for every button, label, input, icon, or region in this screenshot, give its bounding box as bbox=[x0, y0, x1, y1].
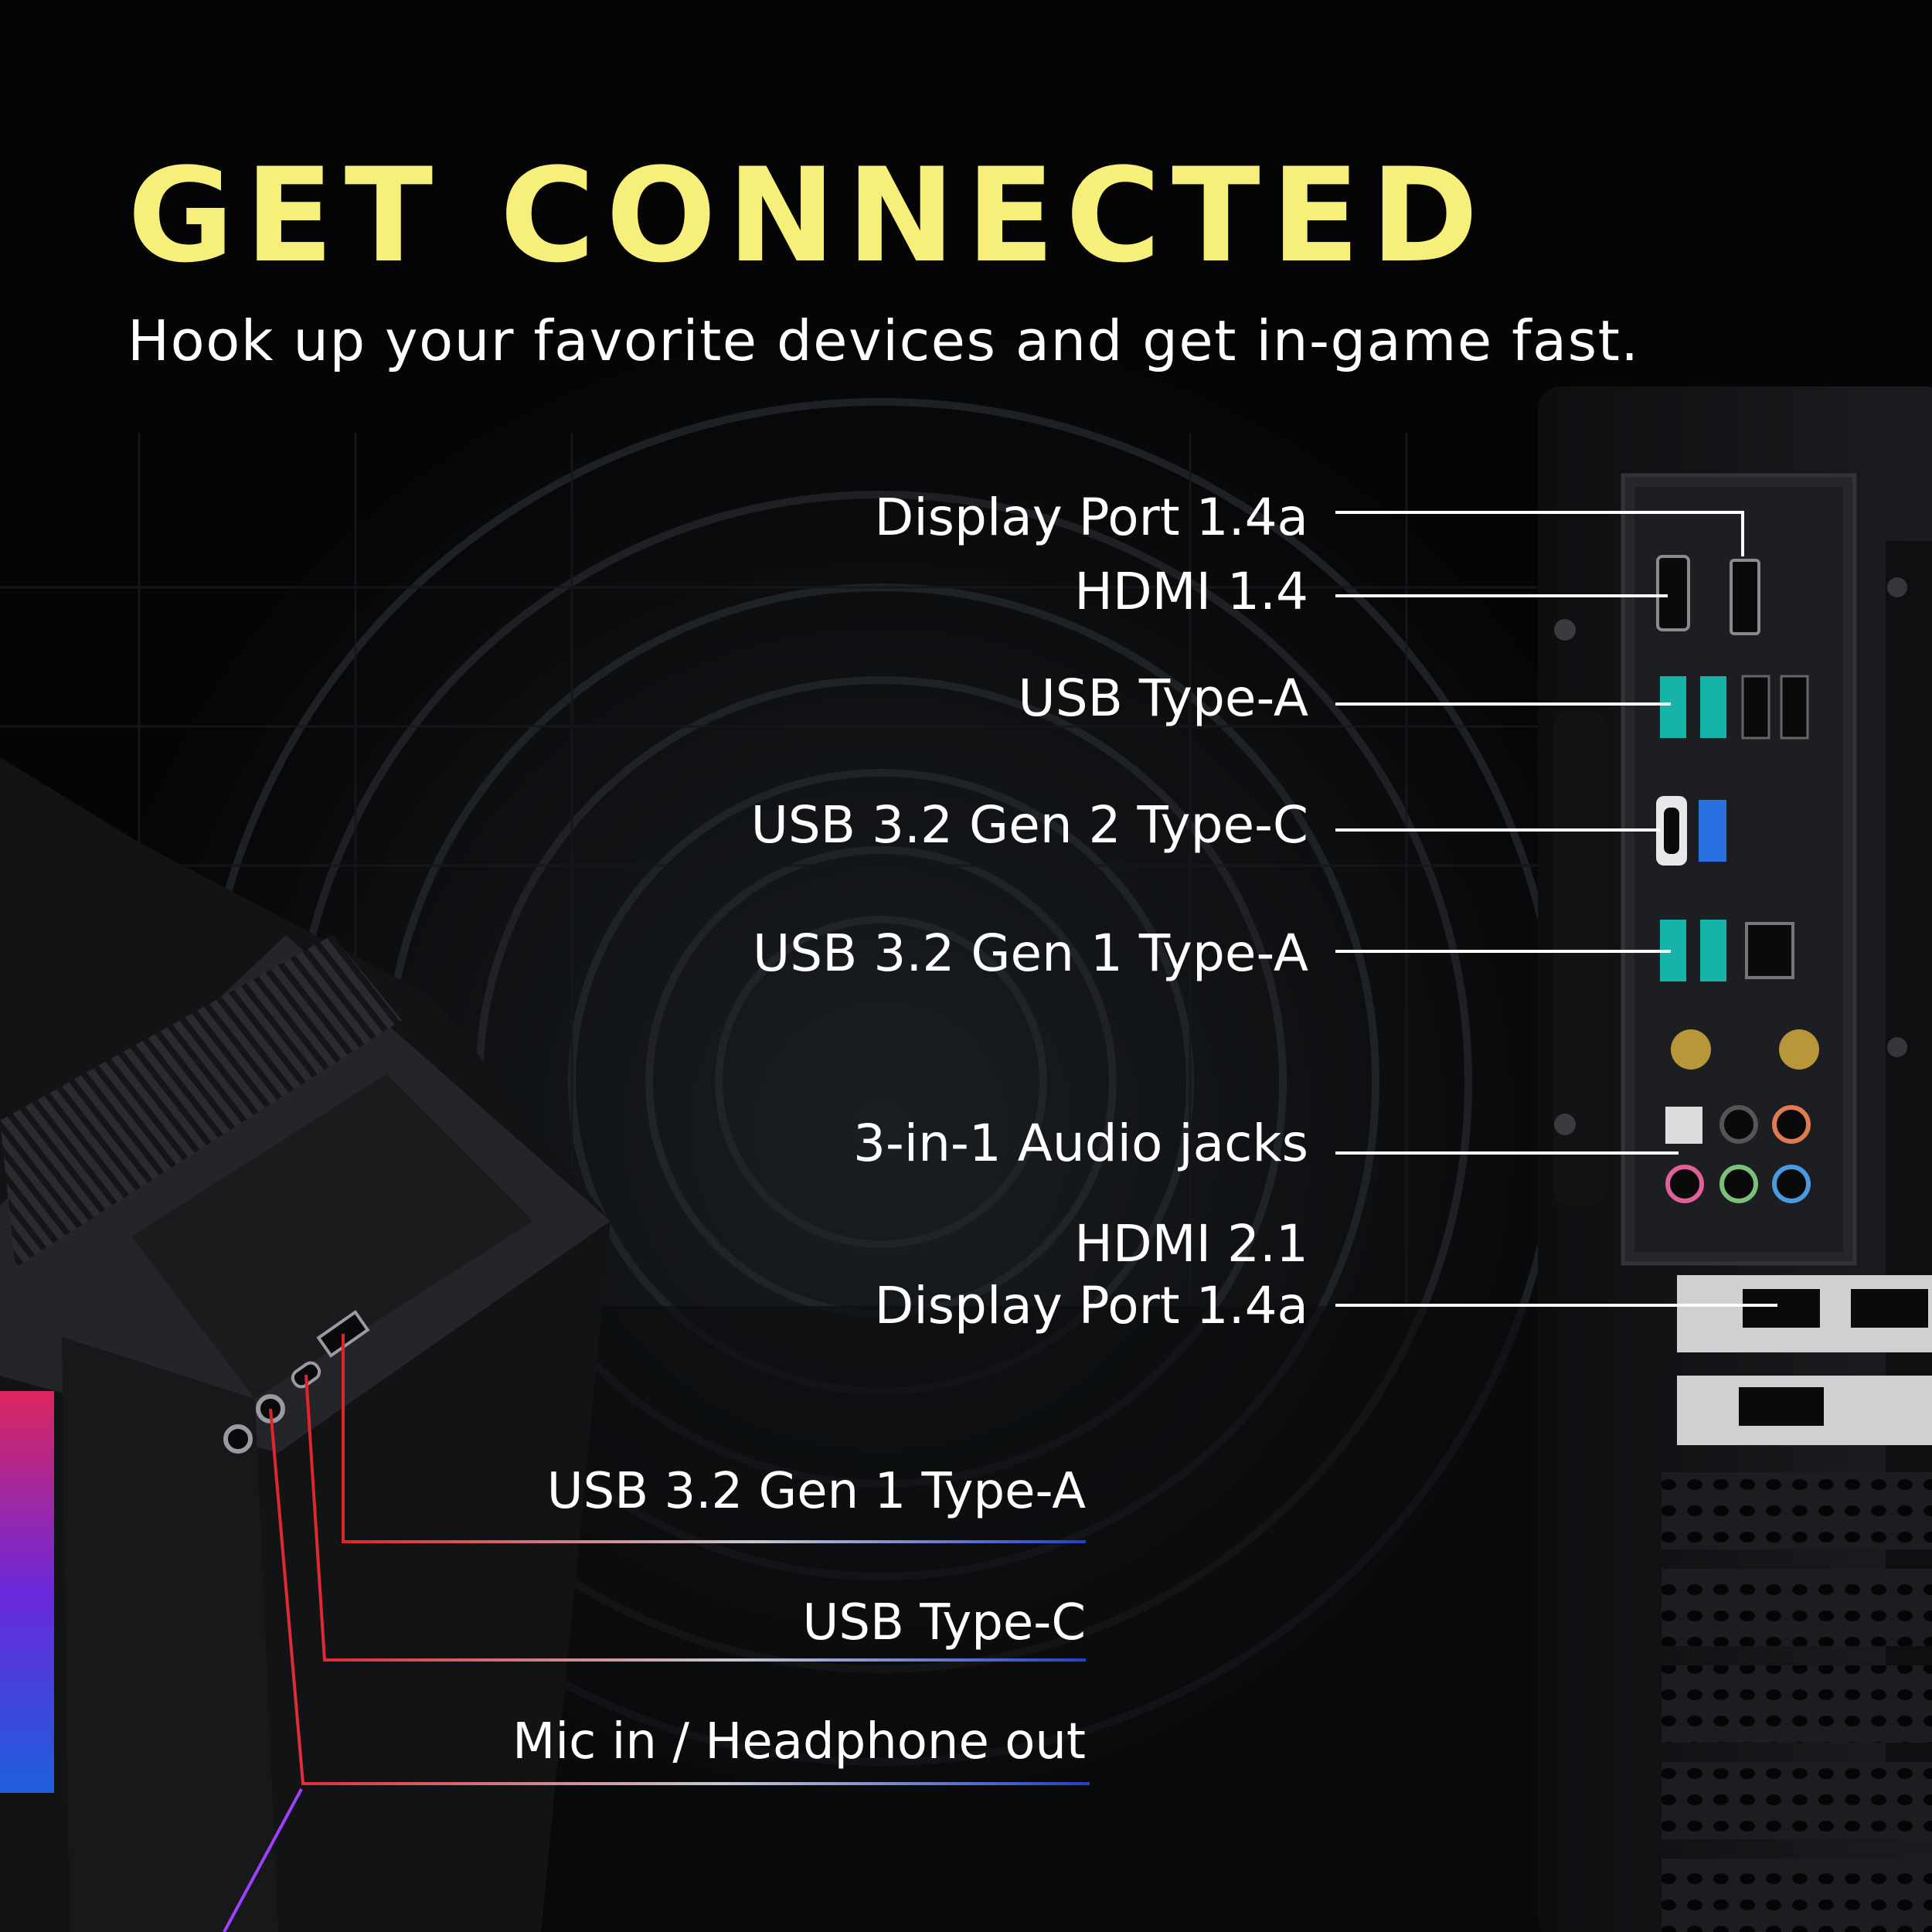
audio-jack-icon bbox=[1719, 1165, 1758, 1203]
usb-a-port-icon bbox=[1780, 675, 1809, 740]
wifi-antenna-connector-icon bbox=[1671, 1029, 1711, 1070]
front-callout-lines bbox=[223, 1334, 1090, 1932]
label-displayport-14a: Display Port 1.4a bbox=[874, 488, 1308, 547]
rear-callout-lines bbox=[1335, 511, 1777, 1307]
label-usb32-gen2-type-c: USB 3.2 Gen 2 Type-C bbox=[750, 795, 1308, 855]
label-mic-headphone: Mic in / Headphone out bbox=[512, 1713, 1086, 1770]
audio-jack-icon bbox=[1719, 1105, 1758, 1144]
displayport-port-icon bbox=[1730, 559, 1760, 635]
rgb-light-strip bbox=[0, 1391, 54, 1793]
page-subtitle: Hook up your favorite devices and get in… bbox=[128, 308, 1640, 373]
label-hdmi-21: HDMI 2.1 bbox=[1074, 1214, 1308, 1274]
usb-a-port-icon bbox=[1741, 675, 1770, 740]
usb-a-blue-port-icon bbox=[1699, 800, 1726, 862]
usb-a-port-icon bbox=[1700, 676, 1726, 738]
page-title: GET CONNECTED bbox=[128, 140, 1489, 291]
usb-a-port-icon bbox=[1660, 676, 1686, 738]
hdmi-port-icon bbox=[1656, 555, 1690, 631]
front-io-tower bbox=[0, 757, 611, 1932]
wifi-antenna-connector-icon bbox=[1779, 1029, 1819, 1070]
audio-jack-icon bbox=[1772, 1165, 1811, 1203]
label-audio-jacks: 3-in-1 Audio jacks bbox=[852, 1114, 1308, 1173]
gpu-hdmi-port-icon bbox=[1739, 1387, 1824, 1426]
ethernet-port-icon bbox=[1745, 922, 1794, 979]
audio-jack-icon bbox=[1772, 1105, 1811, 1144]
rear-io-tower bbox=[1538, 386, 1932, 1932]
label-hdmi-14: HDMI 1.4 bbox=[1074, 562, 1308, 621]
optical-out-icon bbox=[1665, 1107, 1702, 1144]
label-gpu-outputs: HDMI 2.1 Display Port 1.4a bbox=[875, 1213, 1308, 1337]
label-usb32-gen1-type-a-front: USB 3.2 Gen 1 Type-A bbox=[546, 1463, 1086, 1520]
label-displayport-14a-gpu: Display Port 1.4a bbox=[874, 1276, 1308, 1335]
headphone-jack-icon bbox=[223, 1424, 253, 1454]
audio-jack-icon bbox=[1665, 1165, 1704, 1203]
usb-a-port-icon bbox=[1700, 920, 1726, 981]
label-usb-type-c-front: USB Type-C bbox=[802, 1594, 1087, 1651]
label-usb-type-a: USB Type-A bbox=[1018, 668, 1308, 728]
label-usb32-gen1-type-a-rear: USB 3.2 Gen 1 Type-A bbox=[752, 923, 1308, 983]
